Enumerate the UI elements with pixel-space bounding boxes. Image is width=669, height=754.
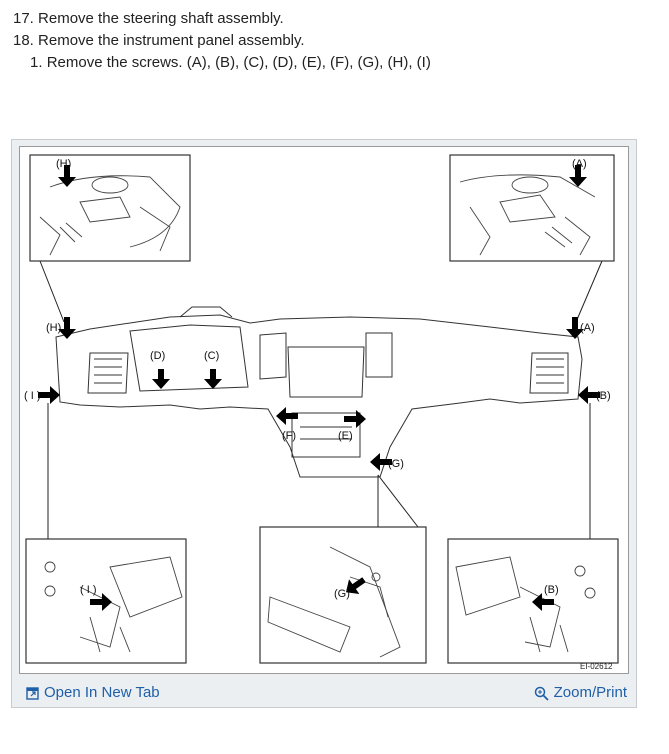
label-main-b: (B) xyxy=(596,390,611,402)
open-new-tab-icon xyxy=(26,686,39,700)
label-main-e: (E) xyxy=(338,430,353,442)
inset-b: (B) xyxy=(447,538,619,664)
inset-g: (G) xyxy=(259,526,427,664)
label-inset-b: (B) xyxy=(544,584,559,596)
label-main-c: (C) xyxy=(204,350,219,362)
step-18: 18. Remove the instrument panel assembly… xyxy=(13,31,305,51)
zoom-print-link[interactable]: Zoom/Print xyxy=(534,682,627,704)
substep-1-text: Remove the screws. (A), (B), (C), (D), (… xyxy=(46,54,431,71)
zoom-print-label: Zoom/Print xyxy=(553,684,627,701)
step-18-text: Remove the instrument panel assembly. xyxy=(38,32,305,49)
inset-a: (A) xyxy=(449,154,615,262)
label-main-h: (H) xyxy=(46,322,61,334)
figure-frame: (H) (A) xyxy=(11,139,637,708)
label-main-i: ( I ) xyxy=(24,390,41,402)
open-in-new-tab-link[interactable]: Open In New Tab xyxy=(26,682,160,704)
figure-image: (H) (A) xyxy=(19,146,629,674)
label-main-a: (A) xyxy=(580,322,595,334)
figure-id-label: EI-02612 xyxy=(580,662,613,671)
instrument-panel-diagram: (H) (A) xyxy=(24,154,619,671)
step-18-number: 18. xyxy=(13,32,34,49)
label-inset-i: ( I ) xyxy=(80,584,97,596)
label-main-d: (D) xyxy=(150,350,165,362)
label-inset-g: (G) xyxy=(334,588,350,600)
substep-1: 1. Remove the screws. (A), (B), (C), (D)… xyxy=(30,53,431,73)
substep-1-number: 1. xyxy=(30,54,43,71)
label-inset-a: (A) xyxy=(572,158,587,170)
zoom-magnifier-icon xyxy=(534,686,549,701)
step-17: 17. Remove the steering shaft assembly. xyxy=(13,9,284,29)
label-inset-h: (H) xyxy=(56,158,71,170)
label-main-g: (G) xyxy=(388,458,404,470)
step-17-number: 17. xyxy=(13,10,34,27)
instrument-panel: (H) (A) ( I ) (B) (D) (C) (F) (E) (G) xyxy=(24,306,611,478)
inset-i: ( I ) xyxy=(25,538,187,664)
label-main-f: (F) xyxy=(282,430,296,442)
open-in-new-tab-label: Open In New Tab xyxy=(44,684,160,701)
step-17-text: Remove the steering shaft assembly. xyxy=(38,10,284,27)
inset-h: (H) xyxy=(29,154,191,262)
